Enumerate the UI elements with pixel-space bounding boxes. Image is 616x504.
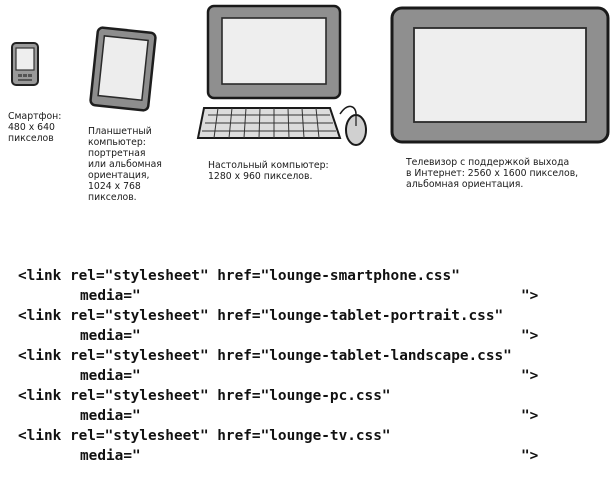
code-media-line: media=" "> [80,408,539,424]
smartphone-illustration [11,42,39,86]
code-media-line: media=" "> [80,448,539,464]
code-media-line: media=" "> [80,328,539,344]
tablet-illustration [89,26,157,112]
code-media-line: media=" "> [80,368,539,384]
code-block: <link rel="stylesheet" href="lounge-smar… [18,266,539,466]
code-link-line: <link rel="stylesheet" href="lounge-tv.c… [18,428,391,444]
desktop-caption: Настольный компьютер: 1280 x 960 пиксело… [208,160,329,182]
code-link-line: <link rel="stylesheet" href="lounge-tabl… [18,348,512,364]
tv-illustration [390,6,610,144]
tablet-caption: Планшетный компьютер: портретная или аль… [88,126,162,203]
code-link-line: <link rel="stylesheet" href="lounge-tabl… [18,308,504,324]
code-link-line: <link rel="stylesheet" href="lounge-pc.c… [18,388,391,404]
code-media-line: media=" "> [80,288,539,304]
tv-caption: Телевизор с поддержкой выхода в Интернет… [406,157,579,190]
smartphone-caption: Смартфон: 480 x 640 пикселов [8,111,62,144]
desktop-illustration [196,4,367,146]
code-link-line: <link rel="stylesheet" href="lounge-smar… [18,268,460,284]
